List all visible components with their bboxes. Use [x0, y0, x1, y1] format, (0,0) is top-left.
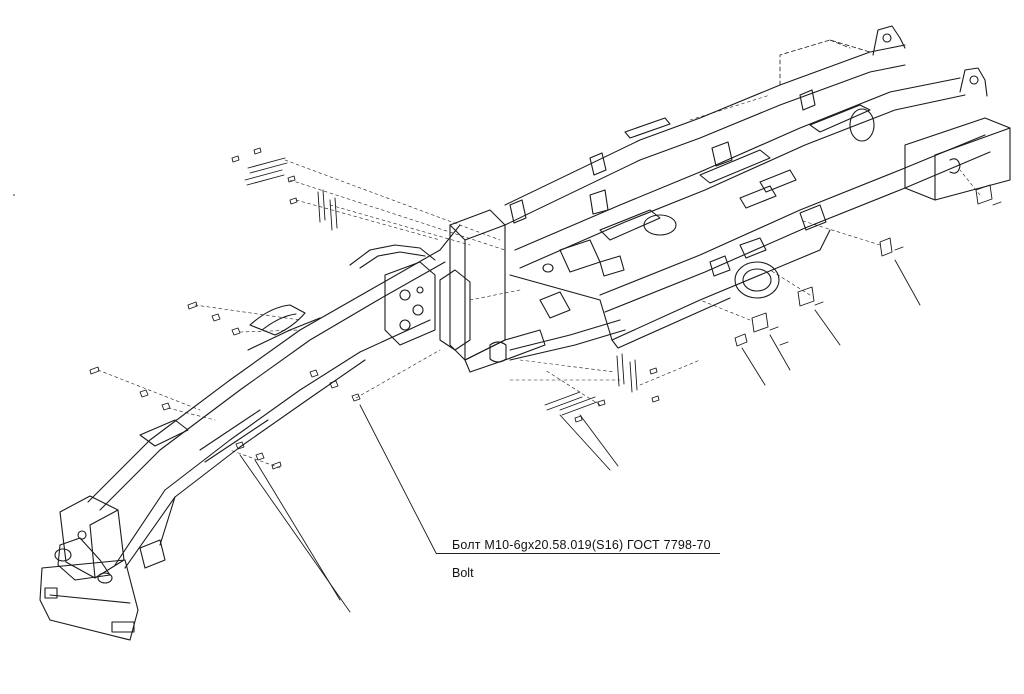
- part-name-english: Bolt: [452, 566, 474, 580]
- rear-frame: [505, 26, 1010, 348]
- assembly-axes: [98, 95, 980, 468]
- fasteners: [90, 148, 1001, 469]
- stray-mark: [13, 194, 15, 196]
- callout-underline: [436, 553, 720, 554]
- part-name-russian: Болт М10-6gx20.58.019(S16) ГОСТ 7798-70: [452, 538, 711, 552]
- front-boom: [40, 225, 460, 640]
- leader-lines: [240, 260, 920, 612]
- center-column: [350, 210, 625, 372]
